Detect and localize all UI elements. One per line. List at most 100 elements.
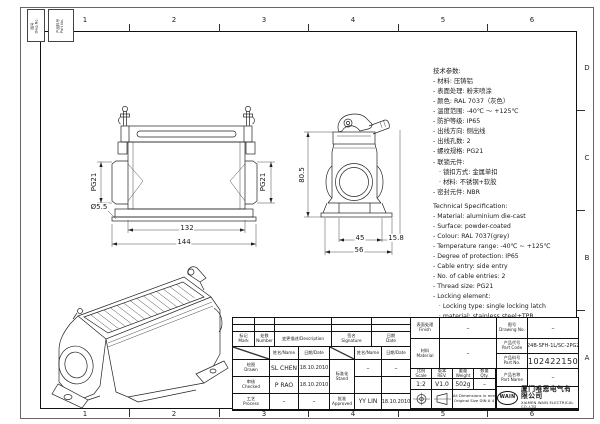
dim-front-thread-right: PG21 xyxy=(259,171,267,193)
subheader-name: 姓名/Name xyxy=(355,347,381,359)
spec-line: - Locking element: xyxy=(433,293,491,301)
part-name-value: – xyxy=(528,369,578,386)
part-no-value: 1110242215031 xyxy=(528,354,578,368)
isometric-view-drawing xyxy=(51,266,229,409)
grid-col-label: 3 xyxy=(261,410,267,418)
dim-front-thread-left: PG21 xyxy=(90,171,98,193)
qty-label: 数量 Qty. xyxy=(474,369,495,378)
spec-line: - 联锁元件: xyxy=(433,158,465,166)
header-description: 变更描述/Description xyxy=(275,332,331,346)
spec-line: - 螺纹规格: PG21 xyxy=(433,148,484,156)
company-name-en: XIAMEN WAIN ELECTRICAL CO.,LTD xyxy=(521,399,574,409)
corner-cell: 产品料号 Part No. xyxy=(48,9,74,42)
row-approved-name: YY LIN xyxy=(355,394,381,409)
row-drawn-date: 18.10.2010 xyxy=(299,360,329,376)
projection-symbol-front xyxy=(411,390,431,408)
grid-col-label: 3 xyxy=(261,16,267,24)
spec-line: - 材料: 压铸铝 xyxy=(433,78,473,85)
title-block-revision-area: 标记 Mark 处数 Number 变更描述/Description 签名 Si… xyxy=(233,318,410,410)
spec-line: - Thread size: PG21 xyxy=(433,283,494,291)
spec-line: - 颜色: RAL 7037（灰色） xyxy=(433,98,510,106)
subheader-date: 日期/Date xyxy=(299,347,329,359)
tech-spec-en: Technical Specification: - Material: alu… xyxy=(433,202,579,333)
spec-line: - 温度范围: -40℃ ～ +125℃ xyxy=(433,108,519,116)
dimension-note: All Dimensions in mm Original Size DIN A… xyxy=(453,390,495,408)
spec-line: · 锁扣方式: 金属单扣 xyxy=(433,168,498,176)
row-stand-date: – xyxy=(382,360,410,376)
dim-front-hole-dia: Ø5.5 xyxy=(89,203,109,211)
company-cell: WAIN 厦门唯恩电气有限公司 XIAMEN WAIN ELECTRICAL C… xyxy=(497,384,578,409)
first-angle-projection-icon xyxy=(412,392,430,406)
subheader-name: 姓名/Name xyxy=(270,347,298,359)
dim-front-inner-width: 132 xyxy=(179,224,195,232)
rev-label: 版本 REV. xyxy=(432,369,452,378)
wain-logo: WAIN xyxy=(497,390,518,405)
tech-spec-cn-lines: - 材料: 压铸铝 - 表面处理: 粉末喷涂 - 颜色: RAL 7037（灰色） -… xyxy=(433,77,579,198)
grid-col-label: 6 xyxy=(529,16,535,24)
tech-spec-cn: 技术参数: - 材料: 压铸铝- 表面处理: 粉末喷涂- 颜色: RAL 703… xyxy=(433,66,579,198)
dim-front-outer-width: 144 xyxy=(176,238,192,246)
dim-side-height: 80.5 xyxy=(298,166,306,184)
projection-cone-icon xyxy=(433,393,451,405)
spec-line: - Colour: RAL 7037(grey) xyxy=(433,233,510,241)
rev-value: V1.0 xyxy=(432,379,452,389)
tech-spec-en-title: Technical Specification: xyxy=(433,202,508,210)
grid-row-label: C xyxy=(584,154,590,162)
spec-line: - 防护等级: IP65 xyxy=(433,118,481,126)
grid-col-label: 5 xyxy=(440,410,446,418)
weight-value: 502g xyxy=(453,379,473,389)
projection-symbol-side xyxy=(432,390,452,408)
row-process-name: – xyxy=(270,394,298,409)
grid-col-label: 1 xyxy=(82,16,88,24)
row-process-label: 工艺 Process xyxy=(233,394,269,409)
part-code-label: 产品代号 Part Code xyxy=(497,339,527,353)
title-block: 标记 Mark 处数 Number 变更描述/Description 签名 Si… xyxy=(232,317,579,411)
drawing-no-value: – xyxy=(528,318,578,338)
scale-weight-grid: 比例 Scale 版本 REV. 重量 Weight 数量 Qty. 1:2 V… xyxy=(411,369,496,408)
scale-label: 比例 Scale xyxy=(411,369,431,378)
dim-side-outer-width: 56 xyxy=(353,246,365,254)
weight-label: 重量 Weight xyxy=(453,369,473,378)
grid-col-label: 4 xyxy=(350,16,356,24)
header-signature: 签名 Signature xyxy=(332,332,371,346)
finish-value: – xyxy=(440,318,496,338)
spec-line: · Locking type: single locking latch xyxy=(433,303,546,311)
scale-value: 1:2 xyxy=(411,379,431,389)
grid-col-label: 2 xyxy=(171,410,177,418)
corner-cell: 图号 Dwg.No. xyxy=(27,9,45,42)
part-no-label: 产品料号 Part No. xyxy=(497,354,527,368)
spec-line: - Surface: powder-coated xyxy=(433,223,511,231)
outer-border xyxy=(20,7,594,419)
note-line-1: All Dimensions in mm xyxy=(452,393,496,399)
header-mark: 标记 Mark xyxy=(233,332,254,346)
drawing-no-label: 图号 Drawing No. xyxy=(497,318,527,338)
spec-line: - 密封元件: NBR xyxy=(433,188,480,196)
row-checked-name: P RAO xyxy=(270,377,298,393)
dim-side-inner-width: 45 xyxy=(354,234,366,242)
spec-line: - Cable entry: side entry xyxy=(433,263,508,271)
row-checked-label: 审核 Checked xyxy=(233,377,269,393)
spec-line: - 表面处理: 粉末喷涂 xyxy=(433,88,492,96)
finish-label: 表面处理 Finish xyxy=(411,318,439,338)
row-checked-date: 18.10.2010 xyxy=(299,377,329,393)
grid-row-label: A xyxy=(584,354,590,362)
grid-col-label: 6 xyxy=(529,410,535,418)
grid-col-label: 5 xyxy=(440,16,446,24)
part-name-label: 产品名称 Part Name xyxy=(497,369,527,386)
qty-value: – xyxy=(474,379,495,389)
spec-line: · material: stainless steel+TPR xyxy=(433,312,579,322)
diagonal-cell xyxy=(330,347,354,359)
tech-spec-en-lines: - Material: aluminium die-cast - Surface:… xyxy=(433,212,579,333)
row-drawn-name: SL CHEN xyxy=(270,360,298,376)
spec-line: - Material: aluminium die-cast xyxy=(433,213,526,220)
note-line-2: Original Size DIN A 4 xyxy=(453,398,495,403)
grid-row-label: D xyxy=(584,64,590,72)
grid-row-label: B xyxy=(584,254,590,262)
spec-line: - Temperature range: -40℃ ~ +125℃ xyxy=(433,243,551,251)
material-value: – xyxy=(440,339,496,368)
header-number: 处数 Number xyxy=(255,332,274,346)
row-drawn-label: 绘图 Drawn xyxy=(233,360,269,376)
company-name-cn: 厦门唯恩电气有限公司 xyxy=(521,384,572,401)
spec-line: - 出线孔数: 2 xyxy=(433,138,471,146)
